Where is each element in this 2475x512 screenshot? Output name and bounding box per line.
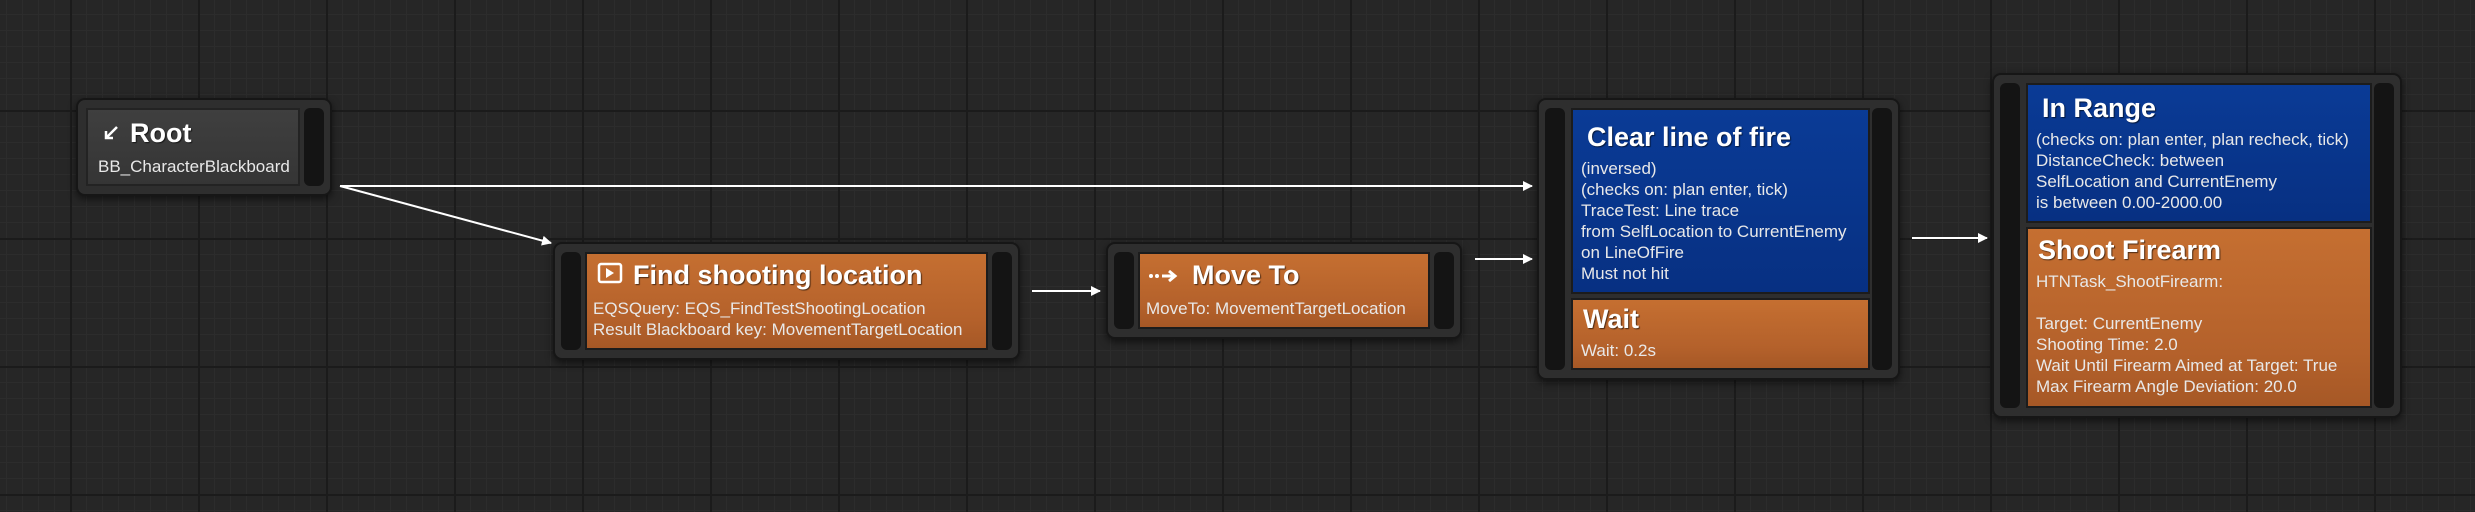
shoot-firearm-line: Max Firearm Angle Deviation: 20.0 xyxy=(2036,377,2297,396)
shoot-firearm-line: HTNTask_ShootFirearm: xyxy=(2036,272,2224,291)
root-title: Root xyxy=(88,110,298,154)
in-range-line: SelfLocation and CurrentEnemy xyxy=(2036,172,2277,191)
eqs-query-icon xyxy=(597,260,623,290)
wait-task-section: Wait Wait: 0.2s xyxy=(1571,298,1870,370)
find-location-title-text: Find shooting location xyxy=(633,260,923,290)
root-line: BB_CharacterBlackboard xyxy=(98,156,290,176)
move-to-input-pin[interactable] xyxy=(1114,252,1134,329)
clear-line-of-fire-node[interactable]: Clear line of fire (inversed) (checks on… xyxy=(1537,98,1900,380)
root-section: Root BB_CharacterBlackboard xyxy=(86,108,300,186)
move-to-node[interactable]: Move To MoveTo: MovementTargetLocation xyxy=(1106,242,1462,339)
find-location-output-pin[interactable] xyxy=(992,252,1012,350)
root-icon xyxy=(102,118,120,148)
clear-line-line: TraceTest: Line trace xyxy=(1581,201,1740,220)
clear-line-line: (inversed) xyxy=(1581,159,1657,178)
find-location-line: EQSQuery: EQS_FindTestShootingLocation xyxy=(593,298,926,318)
move-to-title-text: Move To xyxy=(1192,260,1300,290)
clear-line-line: Must not hit xyxy=(1581,264,1669,283)
in-range-output-pin[interactable] xyxy=(2374,83,2394,408)
in-range-node[interactable]: In Range (checks on: plan enter, plan re… xyxy=(1992,73,2402,418)
in-range-line: DistanceCheck: between xyxy=(2036,151,2225,170)
shoot-firearm-line xyxy=(2036,292,2360,313)
find-location-lines: EQSQuery: EQS_FindTestShootingLocation R… xyxy=(587,296,986,346)
root-output-pin[interactable] xyxy=(304,108,324,186)
shoot-firearm-line: Target: CurrentEnemy xyxy=(2036,314,2203,333)
in-range-line: is between 0.00-2000.00 xyxy=(2036,193,2223,212)
shoot-firearm-line: Shooting Time: 2.0 xyxy=(2036,335,2178,354)
clear-line-input-pin[interactable] xyxy=(1545,108,1565,370)
wire-root-to-find-location xyxy=(339,185,552,246)
wait-line: Wait: 0.2s xyxy=(1581,341,1656,360)
move-to-icon xyxy=(1148,260,1182,290)
find-location-section: Find shooting location EQSQuery: EQS_Fin… xyxy=(585,252,988,350)
shoot-firearm-lines: HTNTask_ShootFirearm: Target: CurrentEne… xyxy=(2028,269,2370,403)
clear-line-line: on LineOfFire xyxy=(1581,243,1684,262)
clear-line-line: from SelfLocation to CurrentEnemy xyxy=(1581,222,1847,241)
find-location-title: Find shooting location xyxy=(587,254,986,296)
in-range-line: (checks on: plan enter, plan recheck, ti… xyxy=(2036,130,2349,149)
find-location-line: Result Blackboard key: MovementTargetLoc… xyxy=(593,319,963,339)
move-to-output-pin[interactable] xyxy=(1434,252,1454,329)
clear-line-decorator: Clear line of fire (inversed) (checks on… xyxy=(1571,108,1870,294)
in-range-lines: (checks on: plan enter, plan recheck, ti… xyxy=(2028,127,2370,219)
shoot-firearm-section: Shoot Firearm HTNTask_ShootFirearm: Targ… xyxy=(2026,227,2372,408)
shoot-firearm-line: Wait Until Firearm Aimed at Target: True xyxy=(2036,356,2338,375)
clear-line-lines: (inversed) (checks on: plan enter, tick)… xyxy=(1573,156,1868,290)
move-to-lines: MoveTo: MovementTargetLocation xyxy=(1140,296,1428,325)
in-range-decorator: In Range (checks on: plan enter, plan re… xyxy=(2026,83,2372,223)
move-to-section: Move To MoveTo: MovementTargetLocation xyxy=(1138,252,1430,329)
clear-line-output-pin[interactable] xyxy=(1872,108,1892,370)
shoot-firearm-title: Shoot Firearm xyxy=(2038,235,2222,265)
wait-lines: Wait: 0.2s xyxy=(1573,338,1868,367)
in-range-title: In Range xyxy=(2042,93,2157,123)
in-range-input-pin[interactable] xyxy=(2000,83,2020,408)
clear-line-line: (checks on: plan enter, tick) xyxy=(1581,180,1788,199)
find-location-input-pin[interactable] xyxy=(561,252,581,350)
root-title-text: Root xyxy=(130,118,192,148)
root-lines: BB_CharacterBlackboard xyxy=(88,154,298,183)
find-shooting-location-node[interactable]: Find shooting location EQSQuery: EQS_Fin… xyxy=(553,242,1020,360)
clear-line-title: Clear line of fire xyxy=(1587,122,1792,152)
move-to-line: MoveTo: MovementTargetLocation xyxy=(1146,298,1406,318)
wait-title: Wait xyxy=(1583,304,1639,334)
root-node[interactable]: Root BB_CharacterBlackboard xyxy=(76,98,332,196)
move-to-title: Move To xyxy=(1140,254,1428,296)
